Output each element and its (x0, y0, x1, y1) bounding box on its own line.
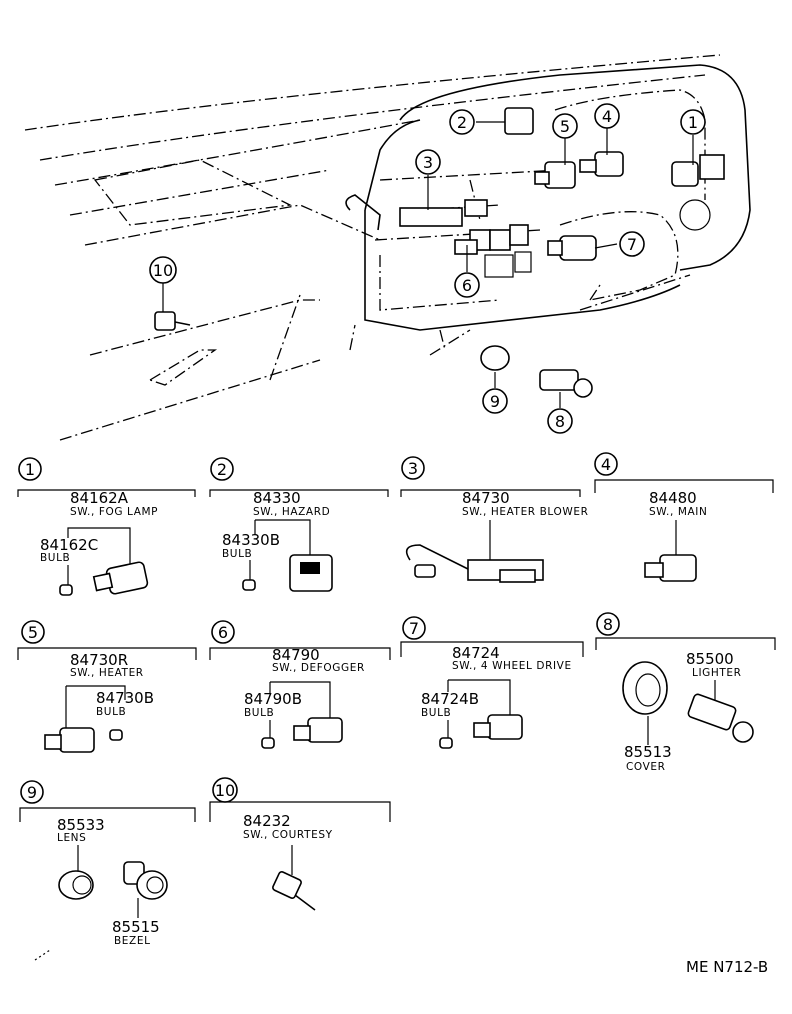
svg-text:84790B: 84790B (244, 690, 302, 708)
svg-text:8: 8 (555, 412, 565, 431)
svg-text:3: 3 (423, 153, 433, 172)
section-8: 8 85500 LIGHTER 85513 COVER (595, 612, 776, 773)
callout-3: 3 (415, 149, 441, 175)
section-2: 2 84330 SW., HAZARD 84330B BULB (209, 457, 389, 592)
svg-text:85513: 85513 (624, 743, 672, 761)
svg-text:BULB: BULB (96, 706, 126, 718)
svg-text:2: 2 (457, 113, 467, 132)
callout-10: 10 (149, 256, 177, 284)
svg-text:SW., DEFOGGER: SW., DEFOGGER (272, 662, 365, 674)
svg-text:84724: 84724 (452, 644, 500, 662)
svg-text:84730: 84730 (462, 489, 510, 507)
svg-text:8: 8 (603, 615, 613, 634)
svg-text:5: 5 (28, 623, 38, 642)
section-9: 9 85533 LENS 85515 BEZEL (19, 780, 196, 947)
callout-5: 5 (552, 113, 578, 139)
svg-text:SW., MAIN: SW., MAIN (649, 506, 707, 518)
svg-text:LENS: LENS (57, 832, 86, 844)
callout-9: 9 (482, 388, 508, 414)
svg-text:84330B: 84330B (222, 531, 280, 549)
section-3: 3 84730 SW., HEATER BLOWER (400, 456, 589, 583)
callout-8: 8 (547, 408, 573, 434)
svg-text:SW., HEATER: SW., HEATER (70, 667, 144, 679)
svg-text:84480: 84480 (649, 489, 697, 507)
section-6: 6 84790 SW., DEFOGGER 84790B BULB (209, 620, 391, 749)
sub-part-number: 84162C (40, 536, 98, 554)
svg-text:2: 2 (217, 460, 227, 479)
svg-text:6: 6 (218, 623, 228, 642)
svg-text:6: 6 (462, 276, 472, 295)
diagram-code: ME N712-B (686, 958, 768, 976)
callout-1: 1 (680, 109, 706, 135)
callout-6: 6 (454, 272, 480, 298)
svg-text:COVER: COVER (626, 761, 666, 773)
callout-4: 4 (594, 103, 620, 129)
svg-text:LIGHTER: LIGHTER (692, 667, 742, 679)
svg-text:SW., 4 WHEEL DRIVE: SW., 4 WHEEL DRIVE (452, 660, 572, 672)
section-10: 10 84232 SW., COURTESY (209, 777, 391, 911)
svg-text:BEZEL: BEZEL (114, 935, 151, 947)
svg-text:84232: 84232 (243, 812, 291, 830)
svg-text:4: 4 (601, 455, 611, 474)
svg-text:85515: 85515 (112, 918, 160, 936)
part-number: 84162A (70, 489, 129, 507)
svg-text:10: 10 (153, 261, 173, 280)
svg-text:9: 9 (490, 392, 500, 411)
svg-text:10: 10 (215, 781, 235, 800)
svg-text:84724B: 84724B (421, 690, 479, 708)
svg-text:BULB: BULB (222, 548, 252, 560)
svg-text:84790: 84790 (272, 646, 320, 664)
section-7: 7 84724 SW., 4 WHEEL DRIVE 84724B BULB (400, 616, 584, 749)
svg-text:9: 9 (27, 783, 37, 802)
svg-text:SW., HAZARD: SW., HAZARD (253, 506, 330, 518)
section-1: 1 84162A SW., FOG LAMP 84162C BULB (17, 457, 196, 596)
svg-text:5: 5 (560, 117, 570, 136)
svg-text:BULB: BULB (421, 707, 451, 719)
svg-text:84330: 84330 (253, 489, 301, 507)
svg-text:7: 7 (627, 235, 637, 254)
svg-text:BULB: BULB (244, 707, 274, 719)
section-4: 4 84480 SW., MAIN (594, 452, 774, 582)
dashboard-overview: 2 3 5 4 1 6 7 10 (24, 54, 751, 441)
svg-text:84730R: 84730R (70, 651, 128, 669)
svg-text:7: 7 (409, 619, 419, 638)
svg-text:SW., COURTESY: SW., COURTESY (243, 829, 333, 841)
callout-2: 2 (449, 109, 475, 135)
svg-text:1: 1 (688, 113, 698, 132)
svg-text:4: 4 (602, 107, 612, 126)
part-desc: SW., FOG LAMP (70, 506, 158, 518)
section-5: 5 84730R SW., HEATER 84730B BULB (17, 620, 197, 753)
svg-text:85533: 85533 (57, 816, 105, 834)
svg-text:SW., HEATER BLOWER: SW., HEATER BLOWER (462, 506, 589, 518)
svg-text:85500: 85500 (686, 650, 734, 668)
svg-text:1: 1 (25, 460, 35, 479)
sub-part-desc: BULB (40, 552, 70, 564)
callout-7: 7 (619, 231, 645, 257)
svg-text:3: 3 (408, 459, 418, 478)
